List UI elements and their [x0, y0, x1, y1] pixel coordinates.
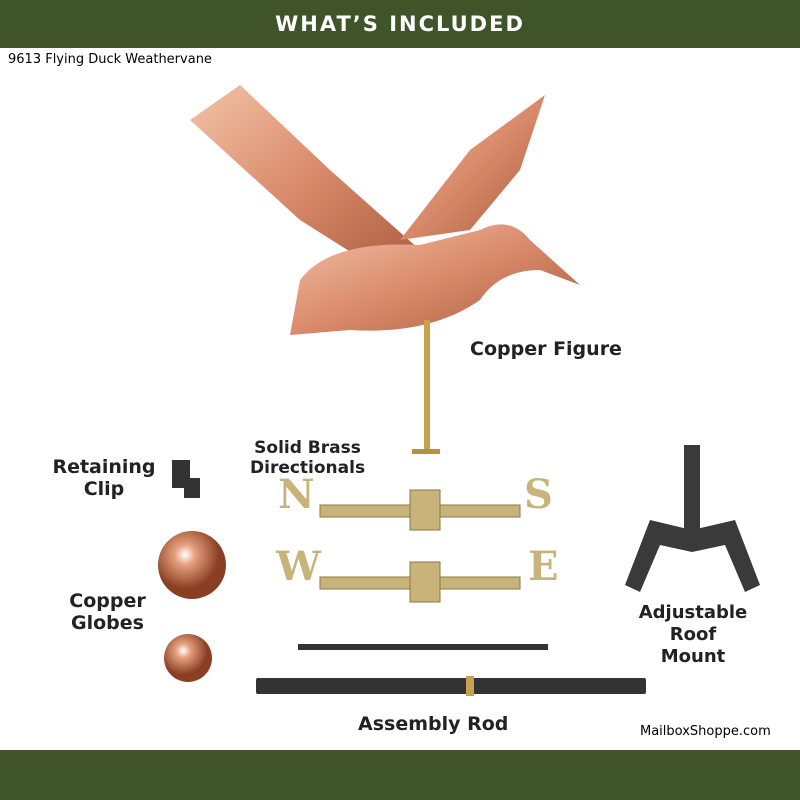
- header-title: WHAT’S INCLUDED: [275, 12, 525, 36]
- retaining-clip-label-line2: Clip: [83, 478, 125, 500]
- copper-globes-label-line1: Copper: [69, 590, 146, 612]
- copper-globe-small: [164, 634, 212, 682]
- assembly-rod-thick: [256, 678, 646, 694]
- brass-directionals: [319, 489, 521, 603]
- assembly-rod-label: Assembly Rod: [358, 713, 509, 735]
- direction-e: E: [528, 543, 559, 590]
- retaining-clip-label-line1: Retaining: [52, 456, 156, 478]
- rod-coupler: [466, 676, 474, 696]
- retaining-clip: [172, 460, 200, 498]
- direction-n: N: [278, 471, 315, 518]
- roof-mount-label-line1: Adjustable: [638, 602, 748, 623]
- directionals-label-line2: Directionals: [250, 458, 366, 478]
- assembly-rod-thin: [298, 644, 548, 650]
- product-name: 9613 Flying Duck Weathervane: [8, 52, 212, 67]
- direction-s: S: [524, 471, 553, 518]
- copper-figure-label: Copper Figure: [470, 338, 622, 360]
- roof-mount: [625, 445, 760, 592]
- roof-mount-label-line2: Roof: [669, 624, 717, 645]
- header-banner: WHAT’S INCLUDED: [0, 0, 800, 48]
- copper-globe-large: [158, 531, 226, 599]
- direction-w: W: [276, 543, 321, 590]
- copper-duck-figure: [190, 85, 580, 454]
- roof-mount-label-line3: Mount: [660, 646, 726, 667]
- footer-banner: [0, 750, 800, 800]
- watermark: MailboxShoppe.com: [640, 724, 771, 739]
- copper-globes-label-line2: Globes: [71, 612, 144, 634]
- directionals-label-line1: Solid Brass: [254, 438, 361, 458]
